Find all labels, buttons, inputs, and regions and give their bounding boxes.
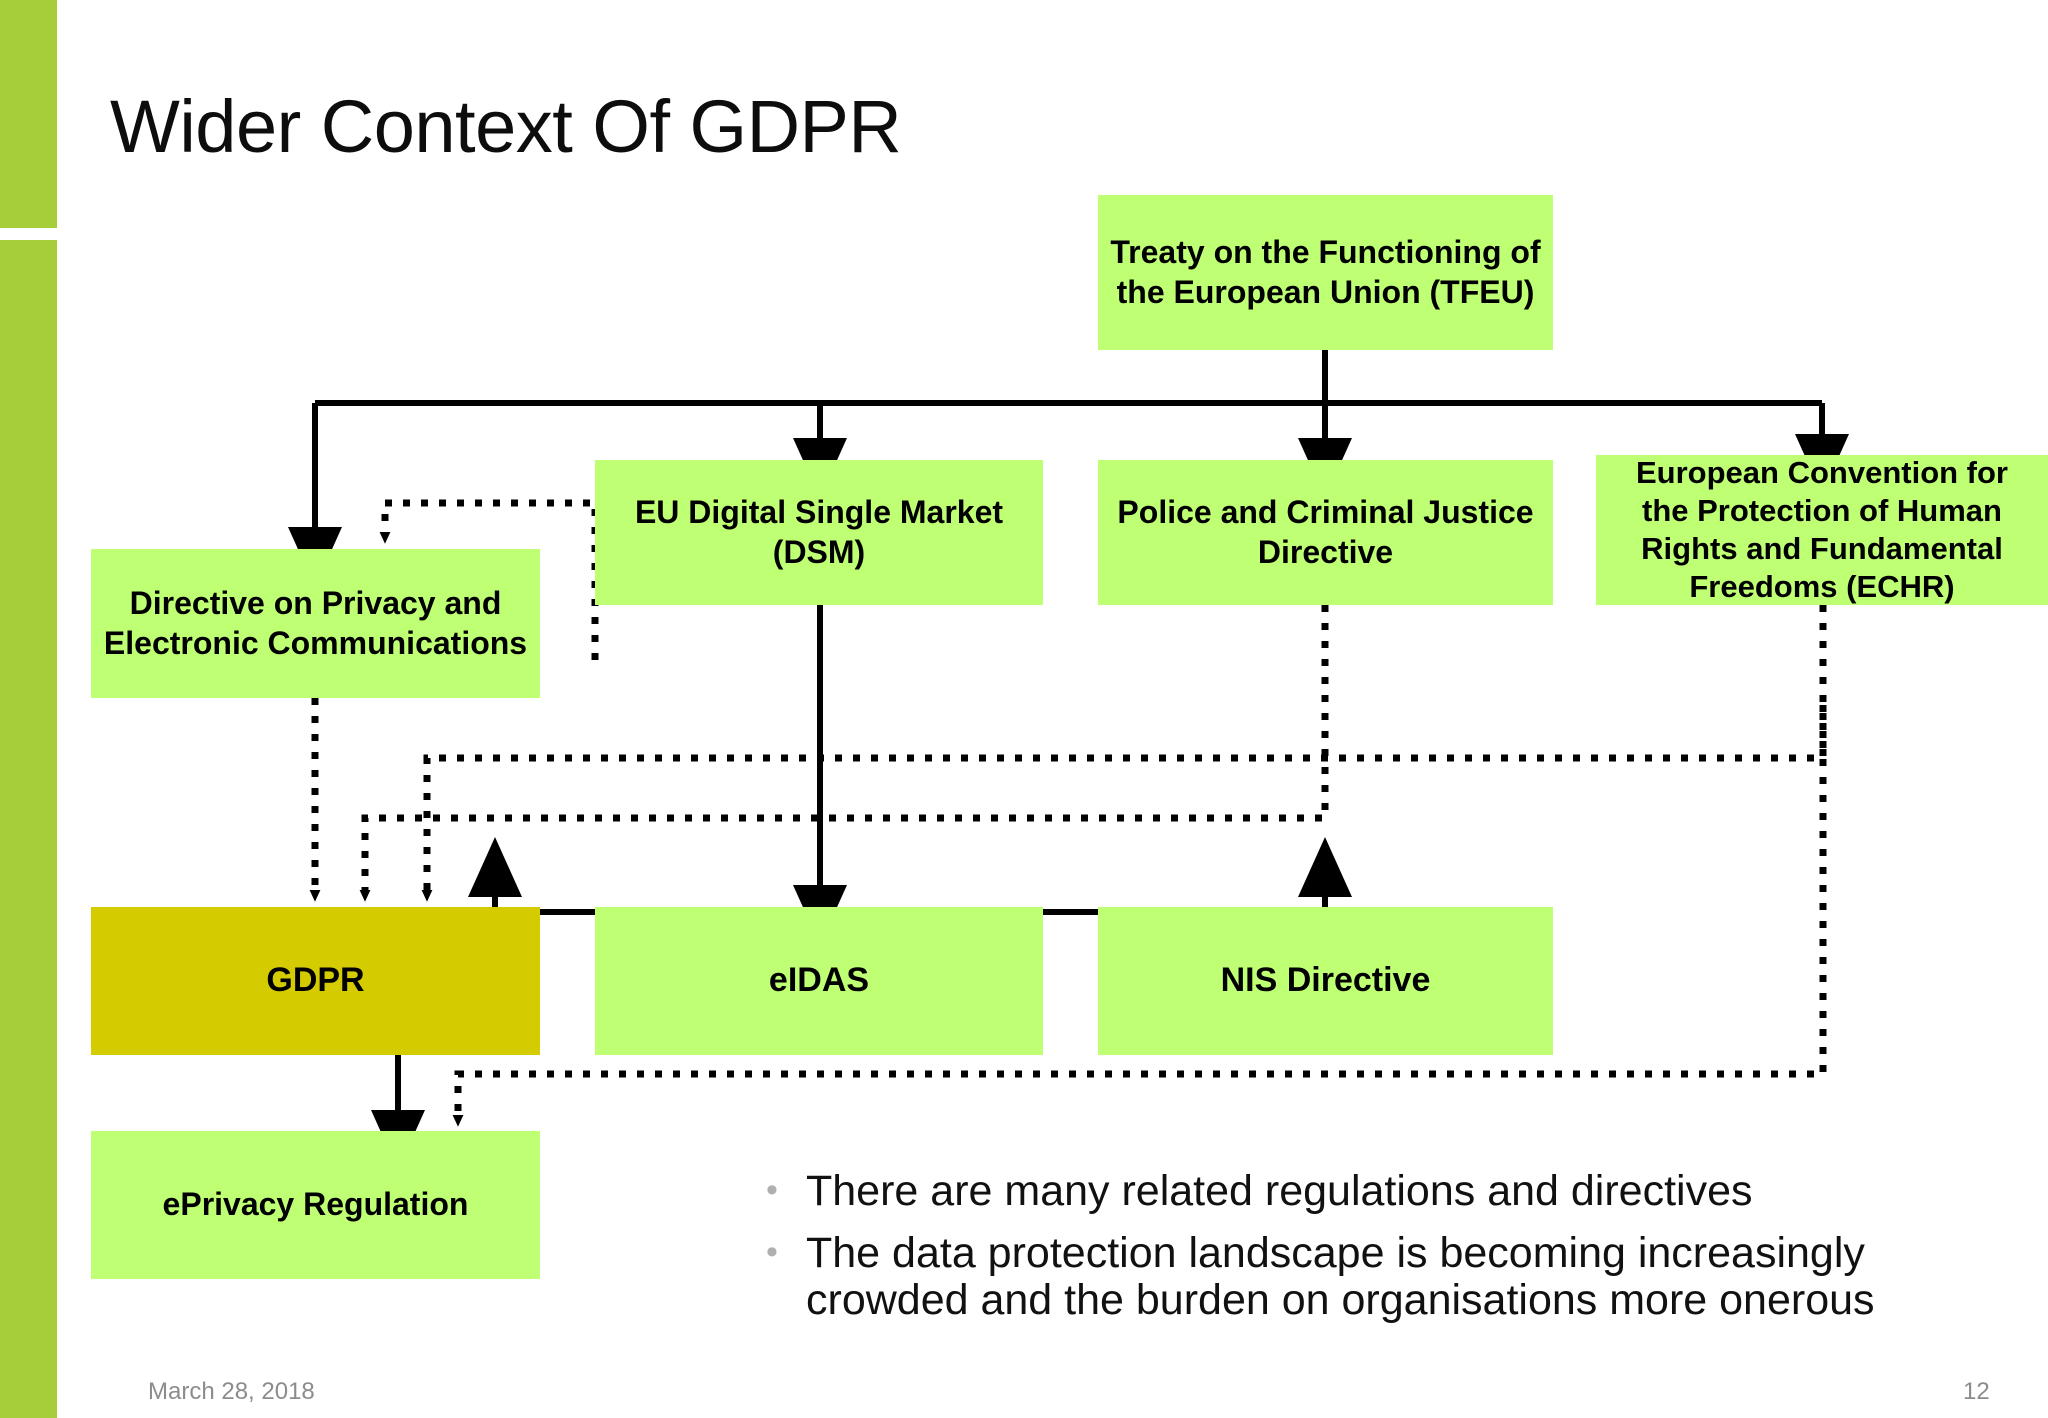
- node-nis-directive[interactable]: NIS Directive: [1098, 907, 1553, 1055]
- node-nis-directive-label: NIS Directive: [1220, 961, 1431, 1000]
- list-item: • The data protection landscape is becom…: [760, 1230, 1990, 1323]
- footer-date: March 28, 2018: [148, 1378, 315, 1405]
- list-item: • There are many related regulations and…: [760, 1167, 1990, 1215]
- accent-bar-top: [0, 0, 57, 228]
- footer-page-number: 12: [1963, 1378, 1990, 1405]
- bullet-dot-icon: •: [766, 1171, 778, 1209]
- node-dsm-label: EU Digital Single Market(DSM): [634, 494, 1004, 570]
- page-title: Wider Context Of GDPR: [110, 85, 902, 168]
- bullet-list: • There are many related regulations and…: [760, 1168, 1990, 1339]
- bullet-dot-icon: •: [766, 1233, 778, 1272]
- bullet-text: The data protection landscape is becomin…: [806, 1229, 1875, 1324]
- node-eprivacy-regulation[interactable]: ePrivacy Regulation: [91, 1131, 540, 1279]
- node-eprivacy-regulation-label: ePrivacy Regulation: [162, 1186, 469, 1223]
- node-gdpr-label: GDPR: [266, 961, 365, 1000]
- node-gdpr[interactable]: GDPR: [91, 907, 540, 1055]
- accent-bar-bottom: [0, 240, 57, 1418]
- node-dsm[interactable]: EU Digital Single Market(DSM): [595, 460, 1043, 605]
- node-eidas-label: eIDAS: [768, 961, 870, 1000]
- node-eidas[interactable]: eIDAS: [595, 907, 1043, 1055]
- bullet-text: There are many related regulations and d…: [806, 1167, 1753, 1215]
